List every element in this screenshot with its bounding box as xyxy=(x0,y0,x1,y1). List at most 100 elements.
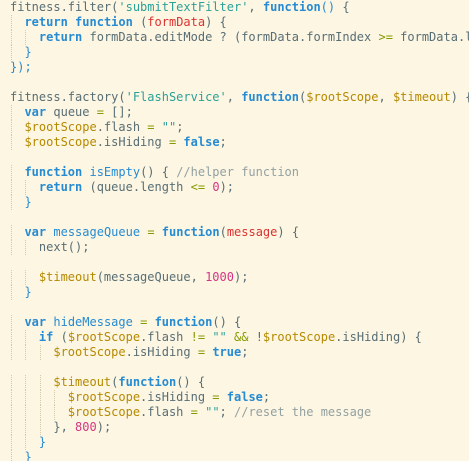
code-token: $rootScope xyxy=(67,390,141,404)
indent-space xyxy=(10,315,24,329)
indent-guide xyxy=(11,135,12,150)
code-token: true xyxy=(212,345,242,359)
code-line[interactable]: function isEmpty() { //helper function xyxy=(0,165,469,180)
code-line[interactable]: return formData.editMode ? (formData.for… xyxy=(0,30,469,45)
code-token xyxy=(220,390,227,404)
code-line[interactable]: } xyxy=(0,45,469,60)
code-token: = xyxy=(147,225,155,239)
code-line[interactable]: } xyxy=(0,285,469,300)
code-token xyxy=(198,405,205,419)
code-line[interactable]: }, 800); xyxy=(0,420,469,435)
code-token: []; xyxy=(103,105,133,119)
code-token: ! xyxy=(248,330,263,344)
code-line[interactable]: var queue = []; xyxy=(0,105,469,120)
code-line[interactable]: }); xyxy=(0,60,469,75)
code-line[interactable]: $rootScope.flash = ""; //reset the messa… xyxy=(0,405,469,420)
code-line[interactable]: $rootScope.flash = ""; xyxy=(0,120,469,135)
indent-guide xyxy=(11,180,12,195)
code-token: } xyxy=(38,435,47,449)
indent-guide xyxy=(11,195,12,210)
code-line[interactable] xyxy=(0,360,469,375)
code-line[interactable]: } xyxy=(0,435,469,450)
indent-guide xyxy=(11,390,12,405)
indent-guide xyxy=(25,270,27,285)
code-line[interactable]: $timeout(function() { xyxy=(0,375,469,390)
indent-guide xyxy=(11,405,12,420)
indent-space xyxy=(10,345,53,359)
code-token: .flash xyxy=(140,405,191,419)
code-line[interactable] xyxy=(0,150,469,165)
code-token: function xyxy=(118,375,177,389)
code-line[interactable]: $rootScope.isHiding = false; xyxy=(0,390,469,405)
code-line[interactable] xyxy=(0,75,469,90)
indent-space xyxy=(10,45,24,59)
code-token: next(); xyxy=(38,240,90,254)
code-token: hideMessage xyxy=(53,315,133,329)
code-token: ( xyxy=(132,15,148,29)
indent-guide xyxy=(11,15,12,30)
code-token: = xyxy=(140,315,148,329)
indent-space xyxy=(10,285,24,299)
indent-space xyxy=(10,405,68,419)
indent-guide xyxy=(11,240,12,255)
code-token: message xyxy=(226,225,278,239)
code-token: .isHiding xyxy=(140,390,213,404)
code-token: () { xyxy=(140,165,177,179)
code-token xyxy=(133,315,140,329)
code-token: }); xyxy=(10,60,32,74)
code-line[interactable]: next(); xyxy=(0,240,469,255)
indent-guide xyxy=(25,420,27,435)
code-token: .isHiding xyxy=(96,135,169,149)
code-line[interactable]: return (queue.length <= 0); xyxy=(0,180,469,195)
code-line[interactable]: } xyxy=(0,195,469,210)
indent-guide xyxy=(11,315,12,330)
indent-space xyxy=(10,15,24,29)
code-token: messageQueue xyxy=(53,225,141,239)
code-token: $timeout xyxy=(392,90,451,104)
code-line[interactable]: if ($rootScope.flash != "" && !$rootScop… xyxy=(0,330,469,345)
code-line[interactable]: } xyxy=(0,450,469,461)
indent-guide xyxy=(25,240,27,255)
indent-guide xyxy=(39,420,41,435)
code-token: $rootScope xyxy=(306,90,379,104)
code-token: = xyxy=(212,390,220,404)
code-token: ) { xyxy=(277,225,300,239)
code-token: } xyxy=(24,450,32,461)
code-token: 800 xyxy=(75,420,97,434)
code-token: = xyxy=(96,105,104,119)
code-token: ); xyxy=(96,420,112,434)
code-token: } xyxy=(24,195,32,209)
code-line[interactable]: $timeout(messageQueue, 1000); xyxy=(0,270,469,285)
code-token: = xyxy=(197,345,206,359)
code-line[interactable]: return function (formData) { xyxy=(0,15,469,30)
code-line[interactable]: $rootScope.isHiding = false; xyxy=(0,135,469,150)
code-token: .flash xyxy=(140,330,191,344)
code-line[interactable]: var hideMessage = function() { xyxy=(0,315,469,330)
code-token: } xyxy=(24,45,32,59)
code-token: function xyxy=(75,15,133,29)
indent-guide xyxy=(25,330,27,345)
code-line[interactable] xyxy=(0,210,469,225)
code-line[interactable] xyxy=(0,255,469,270)
indent-guide xyxy=(39,390,41,405)
code-line[interactable]: fitness.factory('FlashService', function… xyxy=(0,90,469,105)
code-token: ) { xyxy=(450,90,469,104)
code-token: formData.editMode ? (formData.formIndex xyxy=(82,30,379,44)
code-token: ( xyxy=(219,225,227,239)
code-token: != xyxy=(190,330,206,344)
code-line[interactable]: $rootScope.isHiding = true; xyxy=(0,345,469,360)
indent-guide xyxy=(39,405,41,420)
code-token: ( xyxy=(299,90,307,104)
code-line[interactable]: var messageQueue = function(message) { xyxy=(0,225,469,240)
indent-guide xyxy=(11,435,12,450)
code-line[interactable]: fitness.filter('submitTextFilter', funct… xyxy=(0,0,469,15)
code-token: () { xyxy=(176,375,206,389)
indent-space xyxy=(10,420,53,434)
code-token xyxy=(155,225,162,239)
code-token: () { xyxy=(212,315,242,329)
indent-space xyxy=(10,450,24,461)
code-token: ; xyxy=(219,405,234,419)
code-token: .isHiding) { xyxy=(335,330,422,344)
code-line[interactable] xyxy=(0,300,469,315)
